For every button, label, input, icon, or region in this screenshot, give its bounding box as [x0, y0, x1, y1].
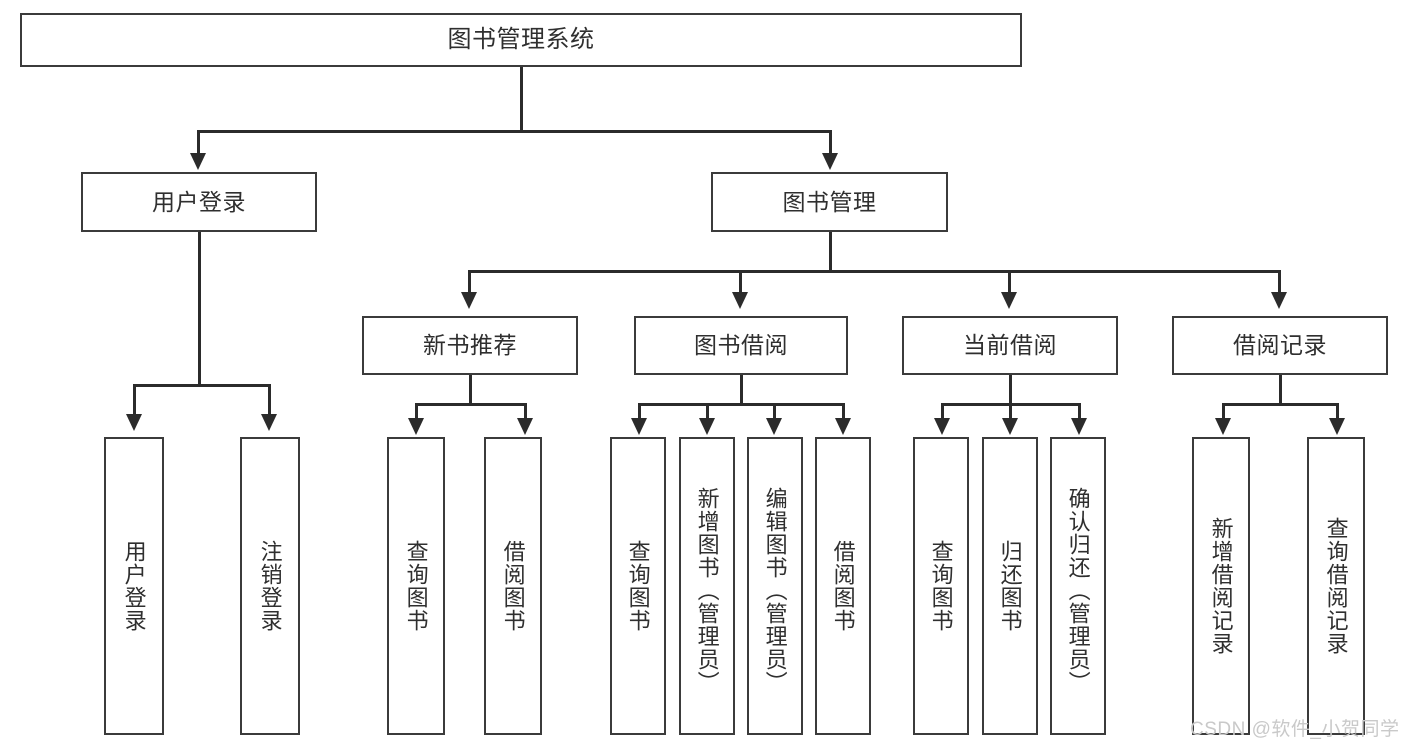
node-label: 借阅记录 [1233, 332, 1327, 359]
connector-borrow-record-bus [1222, 403, 1338, 406]
node-label: 新增图书（管理员） [694, 486, 720, 694]
arrowhead-bm-to-current-borrow [1001, 292, 1017, 309]
node-label: 图书管理系统 [447, 26, 595, 54]
arrowhead-borrow-record-to-leaf-2 [1329, 418, 1345, 435]
arrowhead-current-borrow-to-leaf-2 [1002, 418, 1018, 435]
connector-user-login-trunk [198, 232, 201, 386]
node-leaf-logout[interactable]: 注销登录 [240, 437, 300, 735]
arrowhead-bm-to-borrow-record [1271, 292, 1287, 309]
arrowhead-current-borrow-to-leaf-3 [1071, 418, 1087, 435]
connector-current-borrow-trunk [1009, 375, 1012, 405]
arrowhead-bm-to-book-borrow [732, 292, 748, 309]
connector-book-borrow-to-leaf-1 [638, 403, 641, 420]
connector-bm-to-new-book [468, 270, 471, 294]
node-label: 归还图书 [997, 540, 1023, 632]
connector-book-management-trunk [829, 232, 832, 272]
node-label: 用户登录 [121, 540, 147, 632]
node-leaf-borrow-book-recommend[interactable]: 借阅图书 [484, 437, 542, 735]
connector-current-borrow-to-leaf-2 [1009, 403, 1012, 420]
connector-new-book-to-leaf-2 [524, 403, 527, 420]
connector-borrow-record-trunk [1279, 375, 1282, 405]
connector-new-book-trunk [469, 375, 472, 405]
node-leaf-add-borrow-record[interactable]: 新增借阅记录 [1192, 437, 1250, 735]
connector-book-management-bus [468, 270, 1280, 273]
node-label: 新书推荐 [423, 332, 517, 359]
node-label: 图书借阅 [694, 332, 788, 359]
node-label: 借阅图书 [500, 540, 526, 632]
connector-borrow-record-to-leaf-2 [1336, 403, 1339, 420]
connector-book-borrow-to-leaf-3 [773, 403, 776, 420]
node-leaf-query-book-recommend[interactable]: 查询图书 [387, 437, 445, 735]
arrowhead-new-book-to-leaf-1 [408, 418, 424, 435]
node-label: 查询图书 [928, 540, 954, 632]
node-label: 注销登录 [257, 540, 283, 632]
arrowhead-new-book-to-leaf-2 [517, 418, 533, 435]
arrowhead-book-borrow-to-leaf-2 [699, 418, 715, 435]
node-user-login[interactable]: 用户登录 [81, 172, 317, 232]
connector-new-book-to-leaf-1 [415, 403, 418, 420]
node-borrow-record[interactable]: 借阅记录 [1172, 316, 1388, 375]
arrowhead-user-login-to-leaf-1 [126, 414, 142, 431]
connector-root-to-book-management [829, 130, 832, 155]
node-label: 编辑图书（管理员） [762, 486, 788, 694]
connector-current-borrow-to-leaf-1 [941, 403, 944, 420]
connector-borrow-record-to-leaf-1 [1222, 403, 1225, 420]
node-leaf-edit-book[interactable]: 编辑图书（管理员） [747, 437, 803, 735]
node-leaf-user-login[interactable]: 用户登录 [104, 437, 164, 735]
connector-bm-to-borrow-record [1278, 270, 1281, 294]
arrowhead-bm-to-new-book [461, 292, 477, 309]
connector-bm-to-book-borrow [739, 270, 742, 294]
node-label: 新增借阅记录 [1208, 517, 1234, 655]
connector-root-to-user-login [197, 130, 200, 155]
node-label: 确认归还（管理员） [1065, 486, 1091, 694]
arrowhead-book-borrow-to-leaf-1 [631, 418, 647, 435]
connector-book-borrow-to-leaf-2 [706, 403, 709, 420]
node-leaf-query-borrow-record[interactable]: 查询借阅记录 [1307, 437, 1365, 735]
arrowhead-root-to-user-login [190, 153, 206, 170]
node-new-book-recommend[interactable]: 新书推荐 [362, 316, 578, 375]
node-book-management[interactable]: 图书管理 [711, 172, 948, 232]
node-label: 查询图书 [625, 540, 651, 632]
arrowhead-borrow-record-to-leaf-1 [1215, 418, 1231, 435]
connector-book-borrow-trunk [740, 375, 743, 405]
node-current-borrow[interactable]: 当前借阅 [902, 316, 1118, 375]
connector-root-trunk [520, 67, 523, 130]
node-root-system[interactable]: 图书管理系统 [20, 13, 1022, 67]
node-leaf-confirm-return[interactable]: 确认归还（管理员） [1050, 437, 1106, 735]
node-label: 当前借阅 [963, 332, 1057, 359]
node-leaf-query-book-borrow[interactable]: 查询图书 [610, 437, 666, 735]
node-label: 图书管理 [782, 188, 877, 215]
node-leaf-return-book[interactable]: 归还图书 [982, 437, 1038, 735]
node-label: 查询图书 [403, 540, 429, 632]
connector-new-book-bus [415, 403, 527, 406]
connector-user-login-to-leaf-2 [268, 384, 271, 416]
arrowhead-book-borrow-to-leaf-3 [766, 418, 782, 435]
connector-root-bus [197, 130, 831, 133]
node-label: 查询借阅记录 [1323, 517, 1349, 655]
node-label: 借阅图书 [830, 540, 856, 632]
arrowhead-root-to-book-management [822, 153, 838, 170]
arrowhead-user-login-to-leaf-2 [261, 414, 277, 431]
connector-book-borrow-bus [638, 403, 844, 406]
arrowhead-current-borrow-to-leaf-1 [934, 418, 950, 435]
connector-bm-to-current-borrow [1008, 270, 1011, 294]
node-leaf-borrow-book-borrow[interactable]: 借阅图书 [815, 437, 871, 735]
node-leaf-query-book-current[interactable]: 查询图书 [913, 437, 969, 735]
node-book-borrow[interactable]: 图书借阅 [634, 316, 848, 375]
node-label: 用户登录 [152, 188, 246, 215]
connector-book-borrow-to-leaf-4 [842, 403, 845, 420]
connector-current-borrow-to-leaf-3 [1078, 403, 1081, 420]
arrowhead-book-borrow-to-leaf-4 [835, 418, 851, 435]
connector-user-login-bus [133, 384, 270, 387]
connector-user-login-to-leaf-1 [133, 384, 136, 416]
node-leaf-add-book[interactable]: 新增图书（管理员） [679, 437, 735, 735]
